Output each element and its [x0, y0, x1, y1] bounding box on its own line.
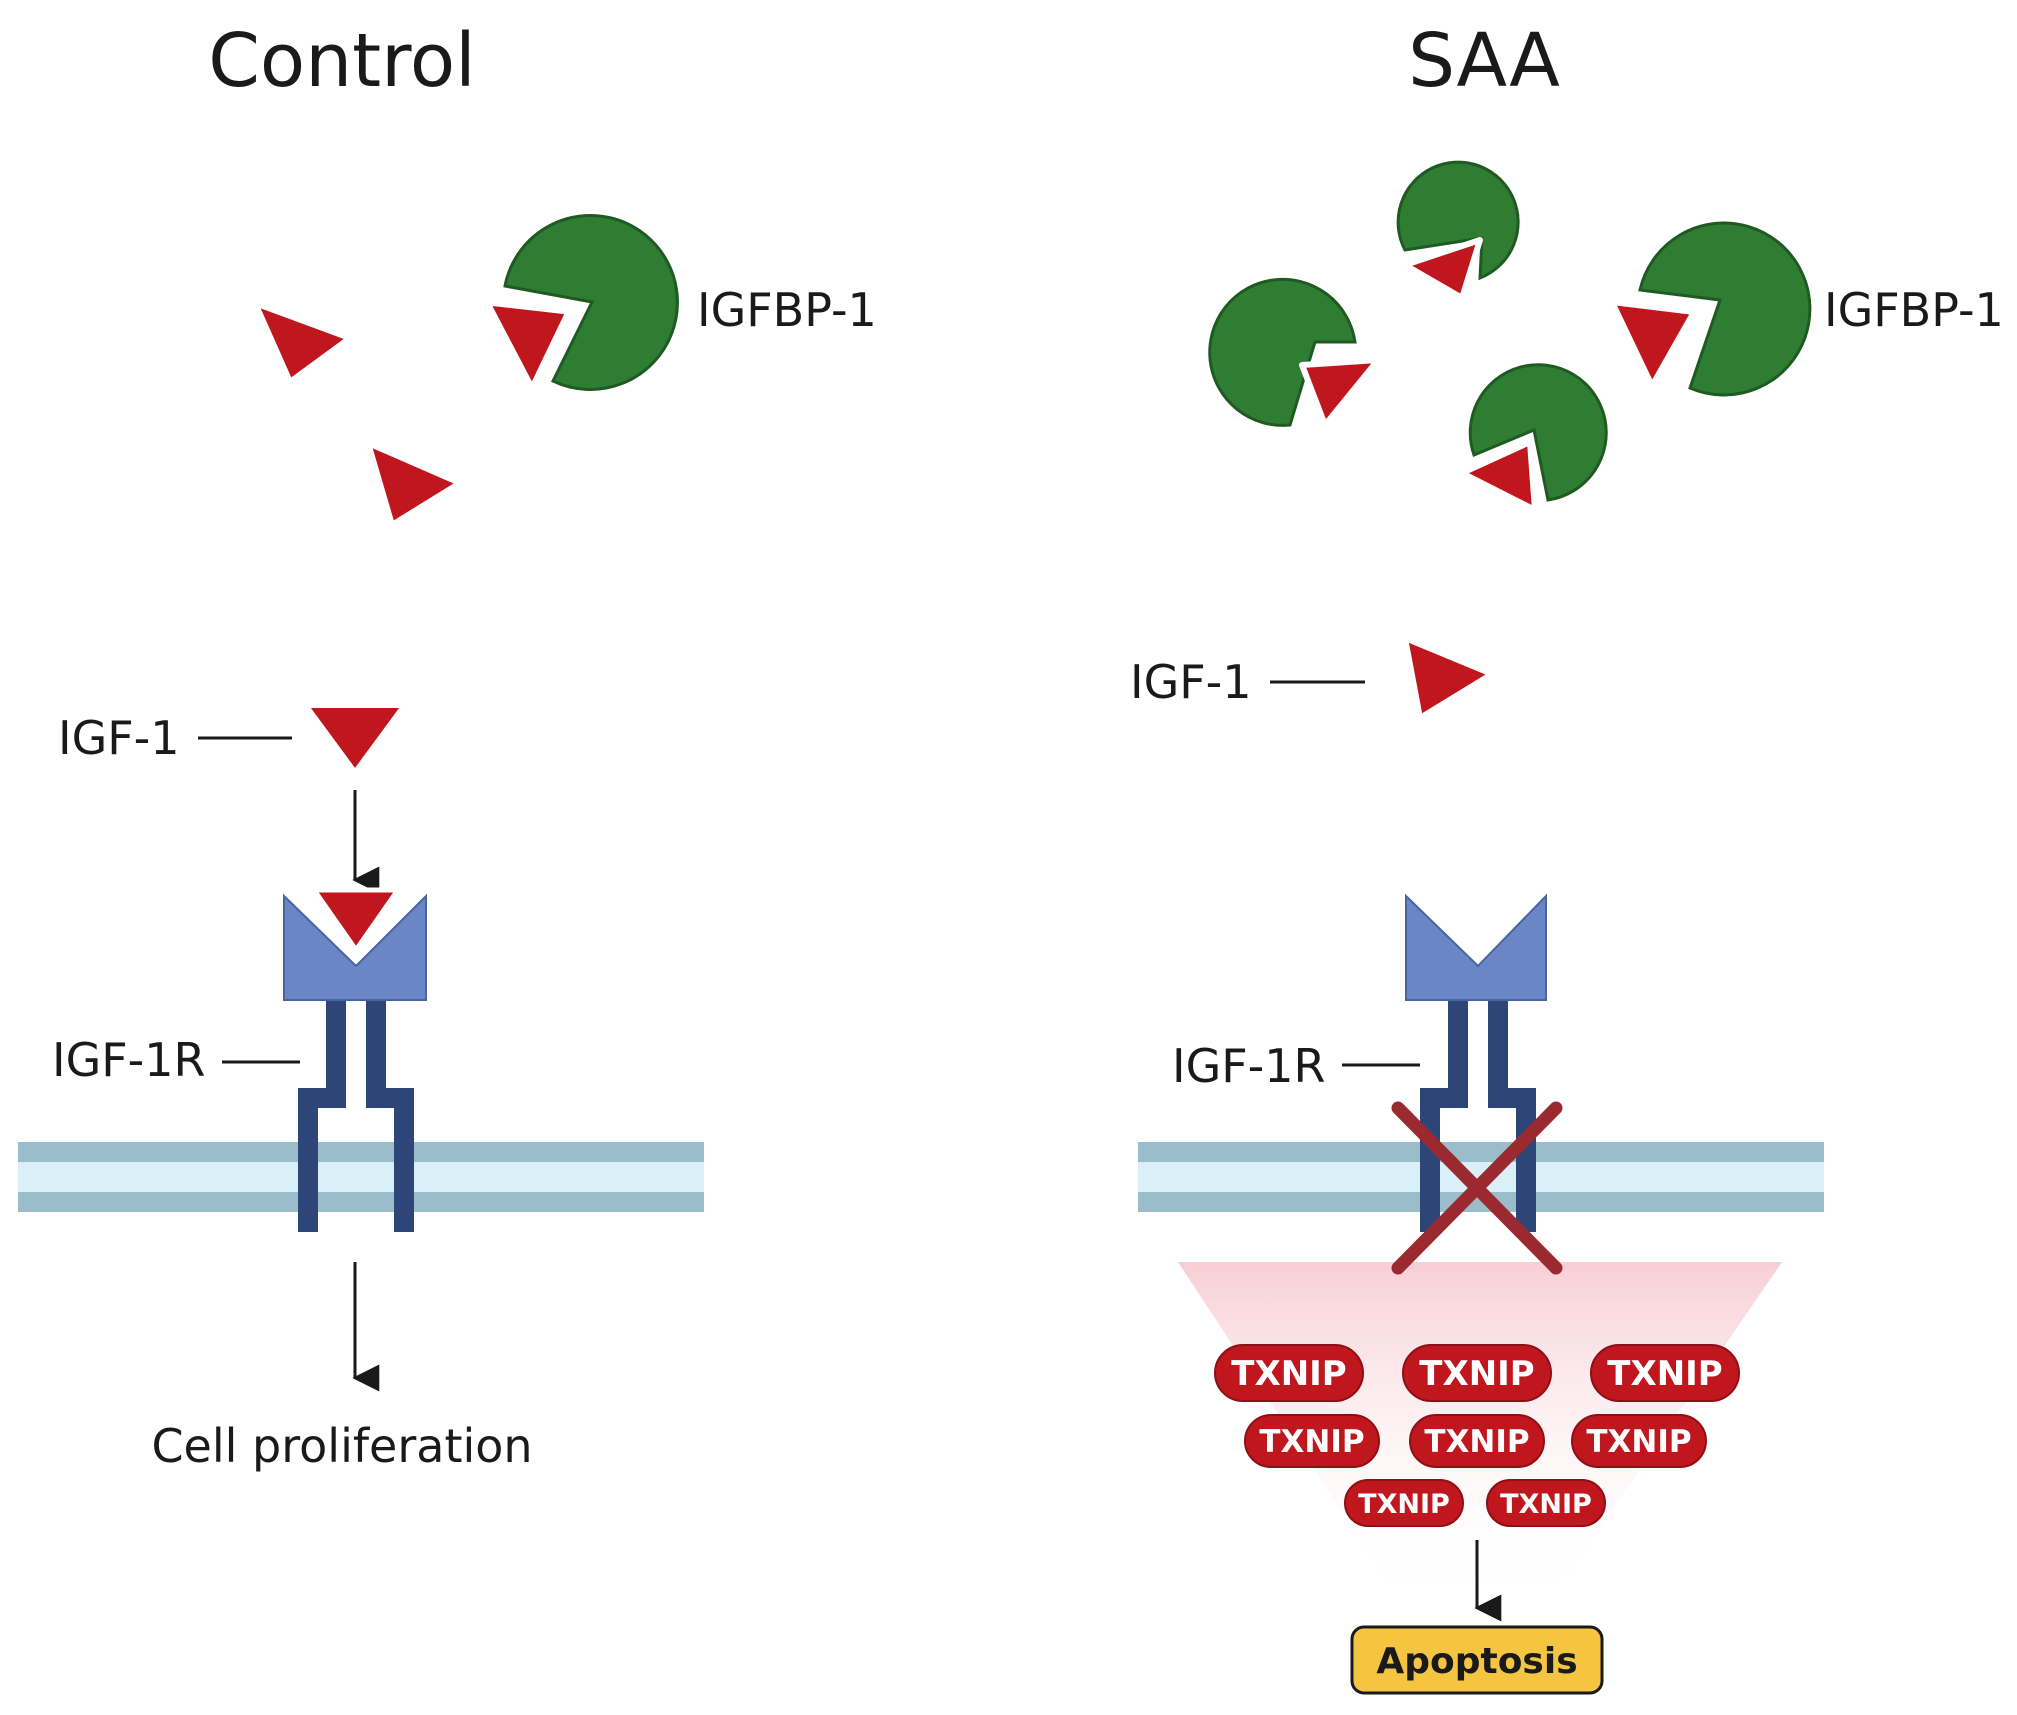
- txnip-pill: TXNIP: [1409, 1414, 1545, 1468]
- svg-text:TXNIP: TXNIP: [1231, 1354, 1346, 1394]
- saa-igf1-label: IGF-1: [1130, 655, 1252, 709]
- control-panel: Control IGFBP-1 IGF-1 IGF-1R: [18, 18, 877, 1473]
- cell-proliferation-label: Cell proliferation: [151, 1419, 532, 1473]
- igf1-bound: [311, 887, 401, 953]
- igfbp1-complex: [1208, 277, 1381, 428]
- igfbp1-complex: [1396, 160, 1520, 301]
- txnip-pill: TXNIP: [1486, 1479, 1606, 1527]
- control-igf1-label: IGF-1: [58, 711, 180, 765]
- txnip-pill: TXNIP: [1402, 1344, 1552, 1402]
- txnip-pill: TXNIP: [1590, 1344, 1740, 1402]
- igf1r-receptor: [283, 887, 427, 1232]
- apoptosis-label: Apoptosis: [1376, 1641, 1577, 1682]
- txnip-pill: TXNIP: [1344, 1479, 1464, 1527]
- txnip-cluster: TXNIP TXNIP TXNIP TXNIP TXNIP TXNIP: [1214, 1344, 1740, 1527]
- svg-text:TXNIP: TXNIP: [1607, 1354, 1722, 1394]
- txnip-pill: TXNIP: [1244, 1414, 1380, 1468]
- svg-text:TXNIP: TXNIP: [1419, 1354, 1534, 1394]
- igf1-molecule: [1402, 635, 1495, 721]
- svg-text:TXNIP: TXNIP: [1500, 1489, 1592, 1520]
- svg-text:TXNIP: TXNIP: [1259, 1424, 1364, 1460]
- igfbp1-complex: [1459, 363, 1608, 513]
- igf1-molecule: [365, 440, 463, 528]
- igfbp1-complex: [1609, 221, 1812, 397]
- svg-text:TXNIP: TXNIP: [1358, 1489, 1450, 1520]
- igf1r-receptor: [1405, 893, 1547, 1232]
- cell-membrane: [18, 1142, 704, 1212]
- igf1-bound: [485, 300, 571, 390]
- saa-title: SAA: [1408, 18, 1560, 104]
- igf1-molecule: [302, 702, 408, 776]
- txnip-pill: TXNIP: [1214, 1344, 1364, 1402]
- igf1-molecule: [252, 300, 353, 385]
- svg-text:TXNIP: TXNIP: [1586, 1424, 1691, 1460]
- apoptosis-box: Apoptosis: [1350, 1625, 1604, 1695]
- igfbp1-pacman: [503, 214, 679, 391]
- txnip-pill: TXNIP: [1571, 1414, 1707, 1468]
- control-igf1r-label: IGF-1R: [52, 1033, 206, 1087]
- control-igfbp1-label: IGFBP-1: [697, 283, 877, 337]
- inhibition-x-icon: [1391, 1101, 1563, 1275]
- igfbp1-complex: [485, 214, 679, 391]
- control-title: Control: [208, 18, 476, 104]
- saa-igfbp1-label: IGFBP-1: [1824, 283, 2004, 337]
- saa-panel: SAA IGFBP-1 IGF-1: [1130, 18, 2004, 1695]
- saa-igf1r-label: IGF-1R: [1172, 1039, 1326, 1093]
- svg-text:TXNIP: TXNIP: [1424, 1424, 1529, 1460]
